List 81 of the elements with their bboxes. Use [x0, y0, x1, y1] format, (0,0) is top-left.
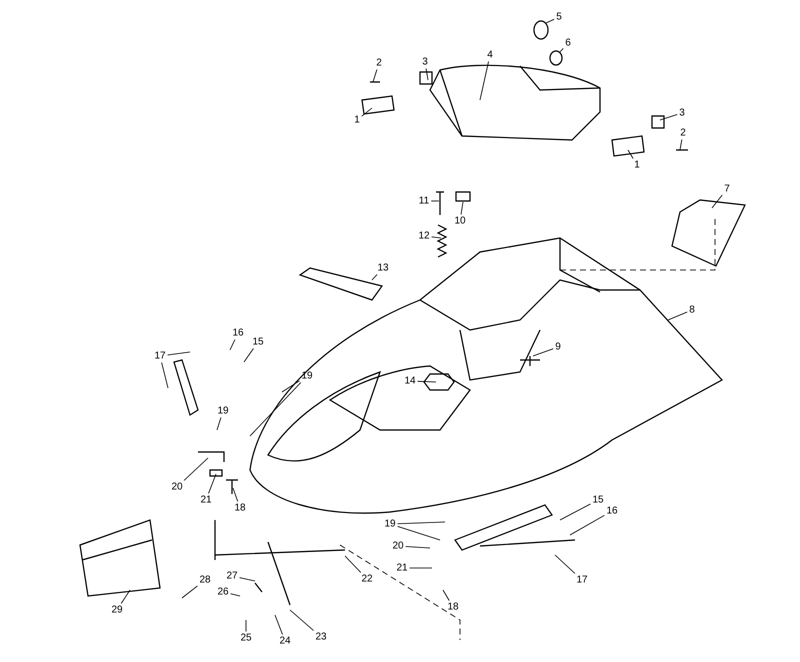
callout-number: 9	[554, 342, 562, 352]
leader-line	[274, 614, 283, 635]
leader-line	[442, 590, 450, 601]
callout-number: 7	[723, 184, 731, 194]
leader-line	[560, 48, 564, 52]
callout-number: 21	[199, 494, 213, 506]
callout-number: 4	[486, 50, 494, 60]
callout-number: 18	[233, 502, 247, 514]
leader-line	[405, 546, 430, 548]
callout-number: 22	[360, 574, 374, 584]
callout-number: 29	[110, 604, 124, 616]
callout-number: 2	[375, 58, 383, 68]
callout-number: 18	[446, 602, 460, 612]
callout-number: 14	[403, 376, 417, 386]
leader-line	[430, 200, 440, 202]
callout-number: 16	[231, 328, 245, 338]
callout-number: 19	[300, 370, 314, 382]
callout-number: 19	[216, 406, 230, 416]
leader-line	[570, 514, 605, 536]
leader-line	[680, 139, 682, 150]
callout-number: 12	[417, 230, 431, 242]
leader-line	[239, 577, 256, 582]
callout-number: 16	[605, 506, 619, 516]
callout-number: 17	[575, 574, 589, 586]
callout-number: 2	[679, 128, 687, 138]
leader-line	[560, 504, 591, 520]
leader-line	[244, 348, 254, 362]
leader-line	[208, 474, 216, 494]
leader-line	[546, 18, 555, 24]
leader-line	[431, 236, 442, 238]
leader-line	[426, 68, 428, 80]
leader-line	[361, 108, 372, 117]
callout-number: 3	[678, 108, 686, 118]
callout-number: 11	[418, 196, 430, 206]
callout-number: 20	[391, 540, 405, 552]
leader-line	[417, 380, 436, 382]
callout-number: 5	[555, 12, 563, 22]
leader-line	[120, 590, 130, 604]
leader-line	[184, 458, 208, 481]
leader-line	[161, 362, 168, 388]
leader-line	[660, 114, 678, 120]
callout-number: 10	[453, 216, 467, 226]
callout-number: 6	[564, 38, 572, 48]
leader-line	[712, 194, 723, 208]
callout-number: 19	[383, 518, 397, 530]
leader-line	[628, 150, 634, 159]
leader-line	[668, 312, 688, 320]
callout-number: 17	[153, 350, 167, 362]
callout-number: 3	[421, 56, 429, 68]
leader-line	[232, 488, 238, 502]
leader-line	[167, 352, 190, 356]
callout-number: 26	[216, 586, 230, 598]
callout-number: 20	[170, 482, 184, 492]
callout-number: 1	[353, 114, 361, 126]
leader-line	[372, 274, 378, 280]
leader-line	[460, 202, 464, 215]
leader-line	[216, 417, 222, 430]
callout-number: 25	[239, 632, 253, 644]
callout-number: 15	[591, 494, 605, 506]
callout-number: 27	[225, 570, 239, 582]
leader-line	[282, 380, 300, 392]
leader-line	[532, 348, 554, 356]
leader-line	[397, 522, 446, 524]
leader-line	[554, 554, 576, 574]
callout-number: 15	[251, 336, 265, 348]
callout-number: 13	[376, 262, 390, 274]
callout-number: 24	[278, 636, 292, 646]
leader-line	[230, 339, 236, 350]
leader-line	[372, 69, 378, 82]
callout-number: 1	[633, 160, 641, 170]
leader-line	[182, 586, 198, 598]
leader-line	[397, 526, 440, 540]
callout-number: 21	[395, 562, 409, 574]
leader-line	[480, 61, 489, 100]
leader-line	[290, 610, 314, 631]
callout-number: 23	[314, 632, 328, 642]
leader-line	[230, 593, 240, 596]
leader-line	[250, 382, 302, 436]
leader-line	[344, 556, 362, 573]
callout-number: 8	[688, 304, 696, 316]
callout-number: 28	[198, 574, 212, 586]
